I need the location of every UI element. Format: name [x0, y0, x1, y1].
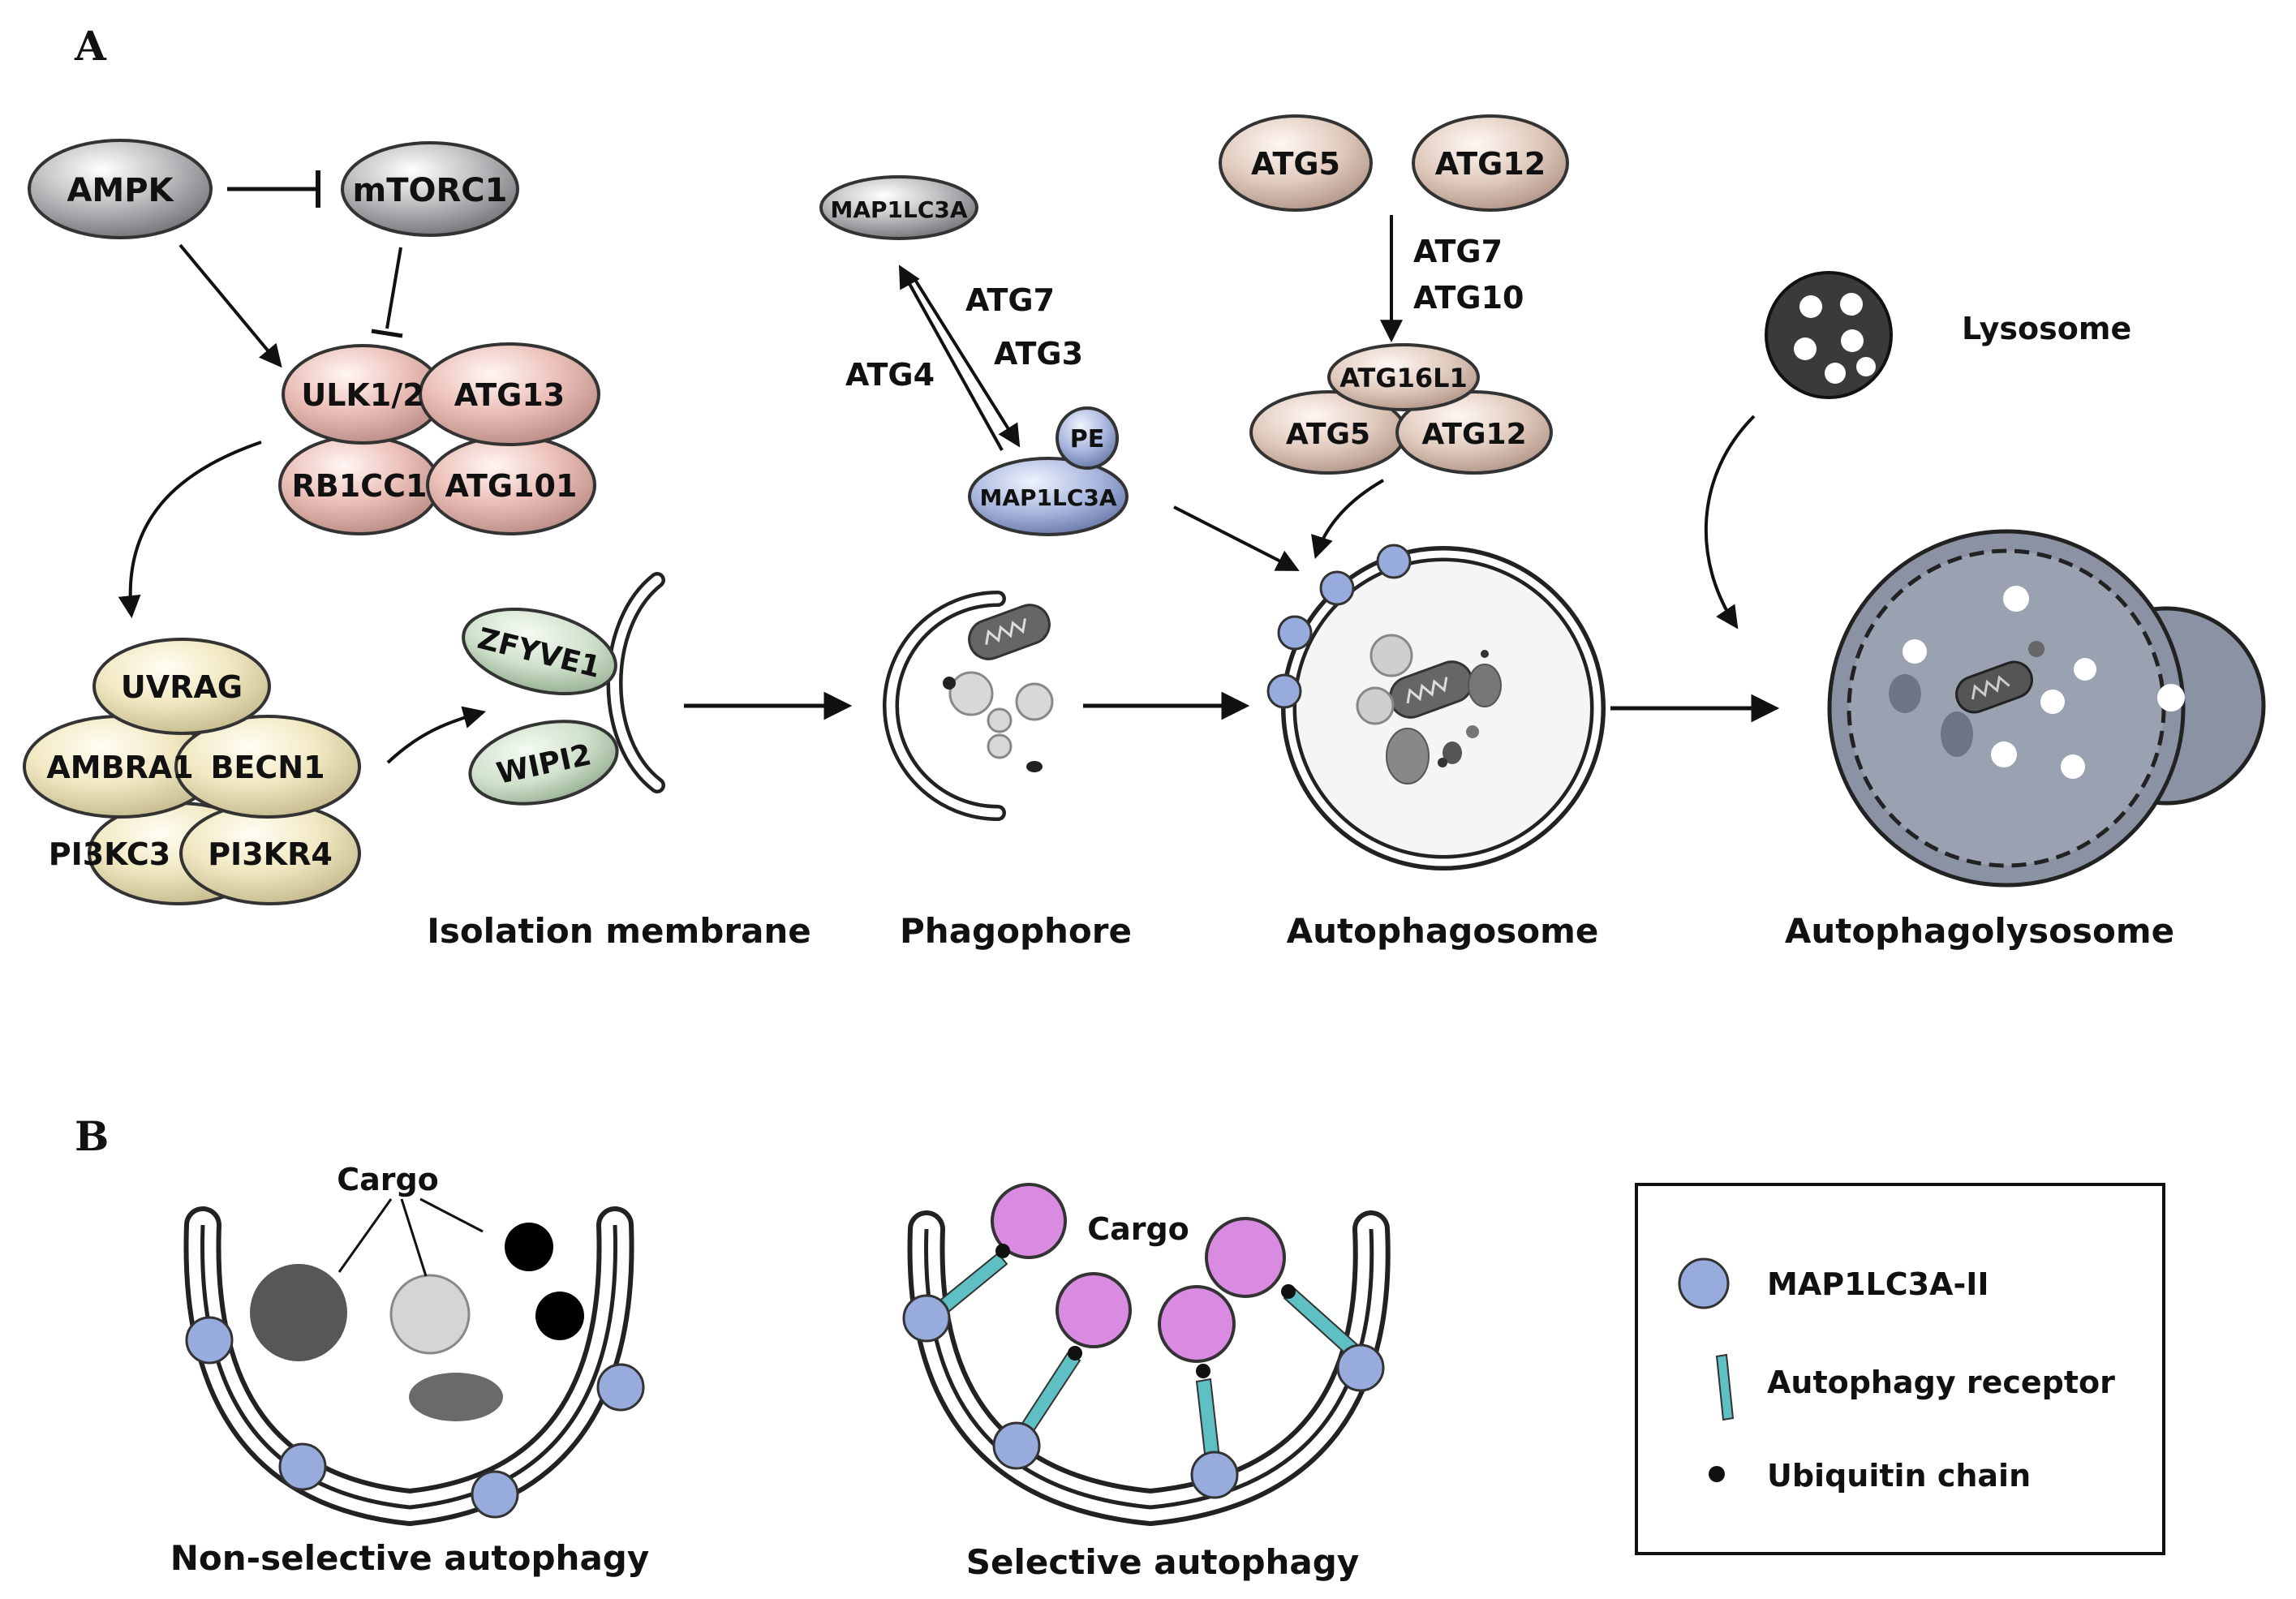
panel-a-letter: A — [74, 22, 107, 70]
mtorc1-inhibits-ulk — [371, 247, 403, 338]
legend-label-receptor: Autophagy receptor — [1767, 1365, 2115, 1400]
ampk-node: AMPK — [28, 139, 213, 239]
becn1-label: BECN1 — [210, 750, 325, 785]
stage-phagophore: Phagophore — [900, 911, 1132, 951]
pi3k-to-membrane-arrow — [386, 706, 487, 764]
ubiquitin-dots-selective — [995, 1244, 1296, 1378]
lc3-circle-icon — [1678, 1257, 1730, 1309]
uvrag-label: UVRAG — [121, 669, 243, 705]
lysosome — [1765, 271, 1893, 399]
lc3-lipidation-arrow — [914, 278, 1021, 448]
legend: MAP1LC3A-II Autophagy receptor Ubiquitin… — [1635, 1183, 2165, 1555]
mitochondrion-icon — [1955, 660, 2033, 714]
atg16l1-label: ATG16L1 — [1339, 363, 1468, 393]
svg-text:AMPK: AMPK — [67, 172, 174, 209]
atg101-label: ATG101 — [445, 468, 578, 504]
nonselective-phagophore — [183, 1206, 634, 1527]
svg-text:ATG12: ATG12 — [1435, 146, 1546, 182]
lc3-to-autophagosome-arrow — [1173, 505, 1300, 571]
lysosome-fusion-arrow — [1704, 415, 1756, 630]
pi3k-complex: UVRAG AMBRA1 BECN1 PI3KC3 PI3KR4 — [23, 638, 361, 905]
lysosome-label: Lysosome — [1962, 311, 2131, 346]
autophagosome — [1281, 546, 1606, 870]
atg16l1-complex: ATG16L1 ATG5 ATG12 — [1249, 343, 1553, 475]
zfyve1-node: ZFYVE1 — [462, 607, 617, 696]
lc3-ii-dots-nonselective — [185, 1316, 645, 1519]
receptor-icon — [1715, 1353, 1735, 1421]
nonselective-cargo — [250, 1197, 584, 1421]
atg4-label: ATG4 — [845, 357, 935, 393]
atg5-complex-label: ATG5 — [1286, 418, 1370, 451]
atg12-complex-label: ATG12 — [1421, 418, 1526, 451]
map1lc3a-bottom-label: MAP1LC3A — [979, 484, 1116, 511]
atg5-node: ATG5 — [1219, 114, 1373, 212]
stage-autophagolysosome: Autophagolysosome — [1785, 911, 2174, 951]
pe-label: PE — [1070, 425, 1104, 453]
ulk12-label: ULK1/2 — [301, 377, 424, 413]
map1lc3a-pe-complex: PE MAP1LC3A — [968, 406, 1129, 536]
legend-label-ubiquitin: Ubiquitin chain — [1767, 1458, 2031, 1494]
lc3-ii-dots-autophagosome — [1266, 544, 1412, 709]
atg7-conjugation-label: ATG7 — [1413, 234, 1503, 269]
nonselective-cargo-label: Cargo — [337, 1162, 439, 1197]
isolation-membrane — [606, 572, 665, 793]
atg7-lc3-label: ATG7 — [965, 282, 1055, 318]
svg-text:ATG5: ATG5 — [1251, 146, 1340, 182]
mitochondrion-icon — [968, 604, 1051, 660]
ambra1-label: AMBRA1 — [46, 750, 193, 785]
selective-cargo — [991, 1183, 1286, 1363]
nonselective-caption: Non-selective autophagy — [170, 1538, 649, 1578]
ulk-to-pi3k-arrow — [118, 441, 262, 619]
ampk-inhibits-mtorc1 — [227, 170, 320, 208]
atg13-label: ATG13 — [454, 377, 565, 413]
atg16l1-to-autophagosome-arrow — [1311, 479, 1384, 559]
atg12-node: ATG12 — [1412, 114, 1569, 212]
rb1cc1-label: RB1CC1 — [292, 468, 428, 504]
atg10-label: ATG10 — [1413, 280, 1524, 316]
lc3-ii-dots-selective — [902, 1294, 1385, 1499]
wipi2-node: WIPI2 — [468, 720, 619, 806]
selective-cargo-label: Cargo — [1087, 1211, 1189, 1247]
pi3kr4-label: PI3KR4 — [208, 836, 333, 872]
mtorc1-node: mTORC1 — [341, 141, 519, 237]
pi3kc3-label: PI3KC3 — [49, 836, 171, 872]
stage-isolation-membrane: Isolation membrane — [427, 911, 811, 951]
map1lc3a-top-node: MAP1LC3A — [819, 175, 978, 240]
stage-autophagosome: Autophagosome — [1287, 911, 1599, 951]
ubiquitin-dot-icon — [1709, 1466, 1725, 1482]
svg-text:mTORC1: mTORC1 — [353, 172, 508, 209]
phagophore — [883, 591, 1054, 821]
lc3-delipidation-arrow — [898, 264, 1004, 451]
ulk-complex: ULK1/2 ATG13 RB1CC1 ATG101 — [278, 342, 600, 535]
atg3-label: ATG3 — [994, 336, 1083, 372]
svg-text:MAP1LC3A: MAP1LC3A — [830, 196, 967, 223]
legend-label-lc3: MAP1LC3A-II — [1767, 1266, 1989, 1302]
selective-caption: Selective autophagy — [966, 1542, 1359, 1582]
autophagolysosome — [1827, 529, 2266, 888]
ampk-activates-ulk-arrow — [178, 243, 282, 368]
panel-b-letter: B — [75, 1112, 109, 1160]
